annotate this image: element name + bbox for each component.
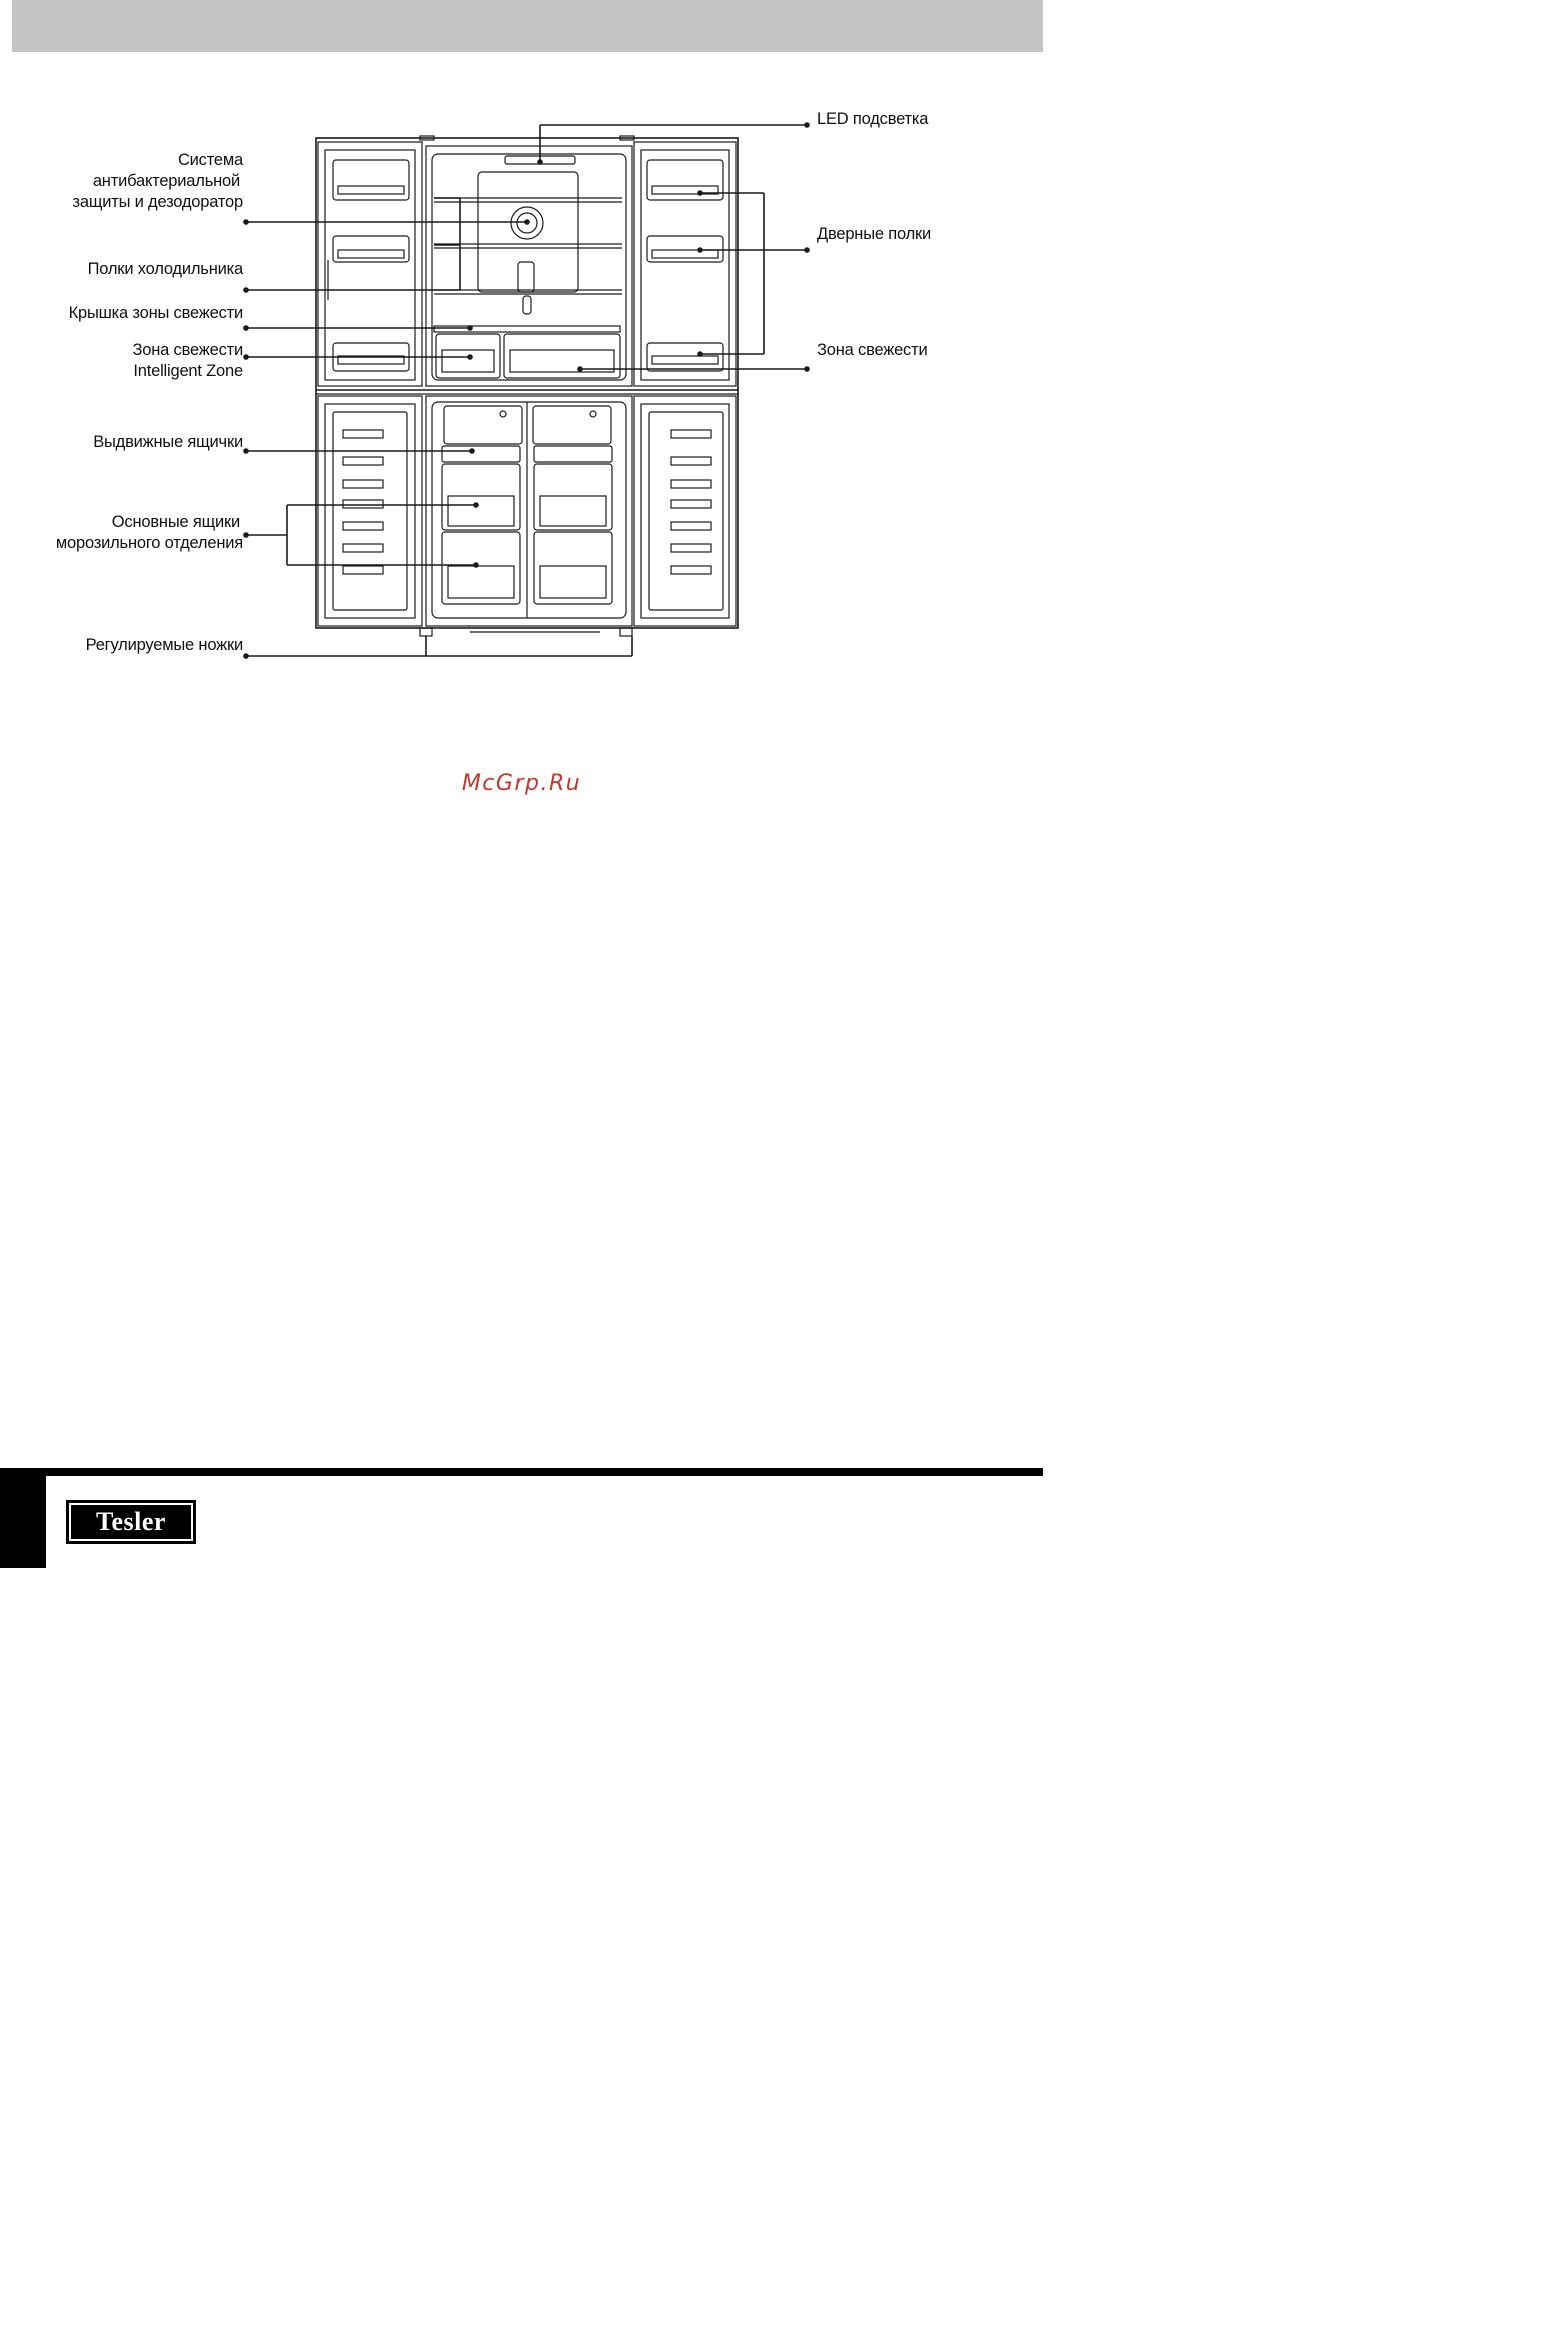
watermark-text: McGrp.Ru bbox=[0, 771, 1043, 796]
adjustable-feet-drawing bbox=[420, 628, 632, 636]
tesler-logo: Tesler bbox=[66, 1500, 196, 1544]
footer-rule bbox=[0, 1468, 1043, 1476]
logo-text: Tesler bbox=[96, 1507, 166, 1537]
freezer-interior bbox=[426, 396, 632, 626]
fridge-interior bbox=[426, 146, 632, 386]
right-freezer-door bbox=[634, 396, 736, 626]
right-upper-door bbox=[634, 142, 736, 386]
left-upper-door bbox=[318, 142, 422, 386]
left-freezer-door bbox=[318, 396, 422, 626]
footer-tab bbox=[0, 1468, 46, 1568]
fridge-diagram bbox=[0, 0, 1043, 700]
